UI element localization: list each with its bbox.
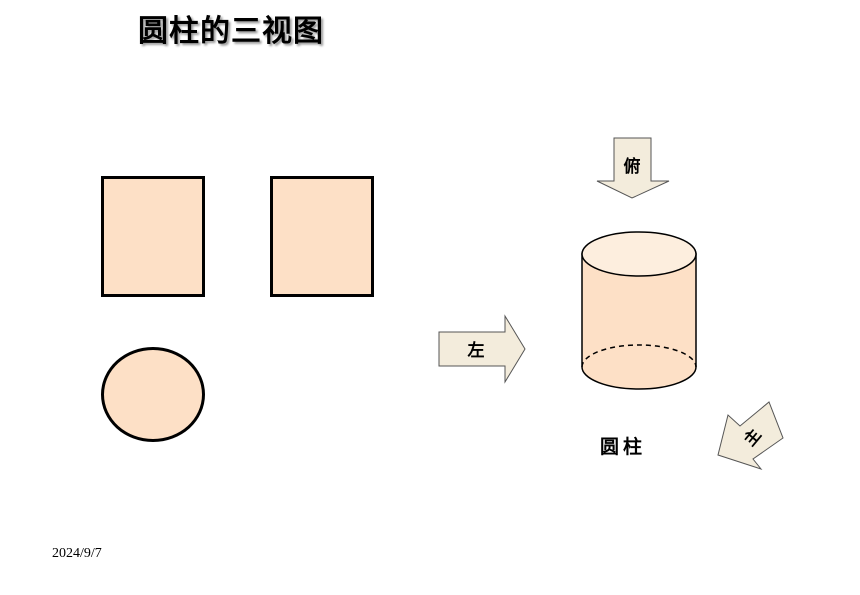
- date-label: 2024/9/7: [52, 546, 102, 561]
- left-view-arrow-label: 左: [468, 340, 485, 361]
- front-view-arrow: 主: [717, 401, 784, 470]
- top-view-arrow: 俯: [596, 137, 670, 199]
- left-view-arrow: 左: [438, 314, 526, 384]
- top-view-circle: [101, 347, 205, 442]
- cylinder: [581, 231, 697, 390]
- cylinder-label: 圆柱: [600, 436, 647, 458]
- front-view-rectangle: [101, 176, 205, 297]
- side-view-rectangle: [270, 176, 374, 297]
- top-view-arrow-label: 俯: [624, 156, 641, 177]
- page-title: 圆柱的三视图: [138, 14, 324, 49]
